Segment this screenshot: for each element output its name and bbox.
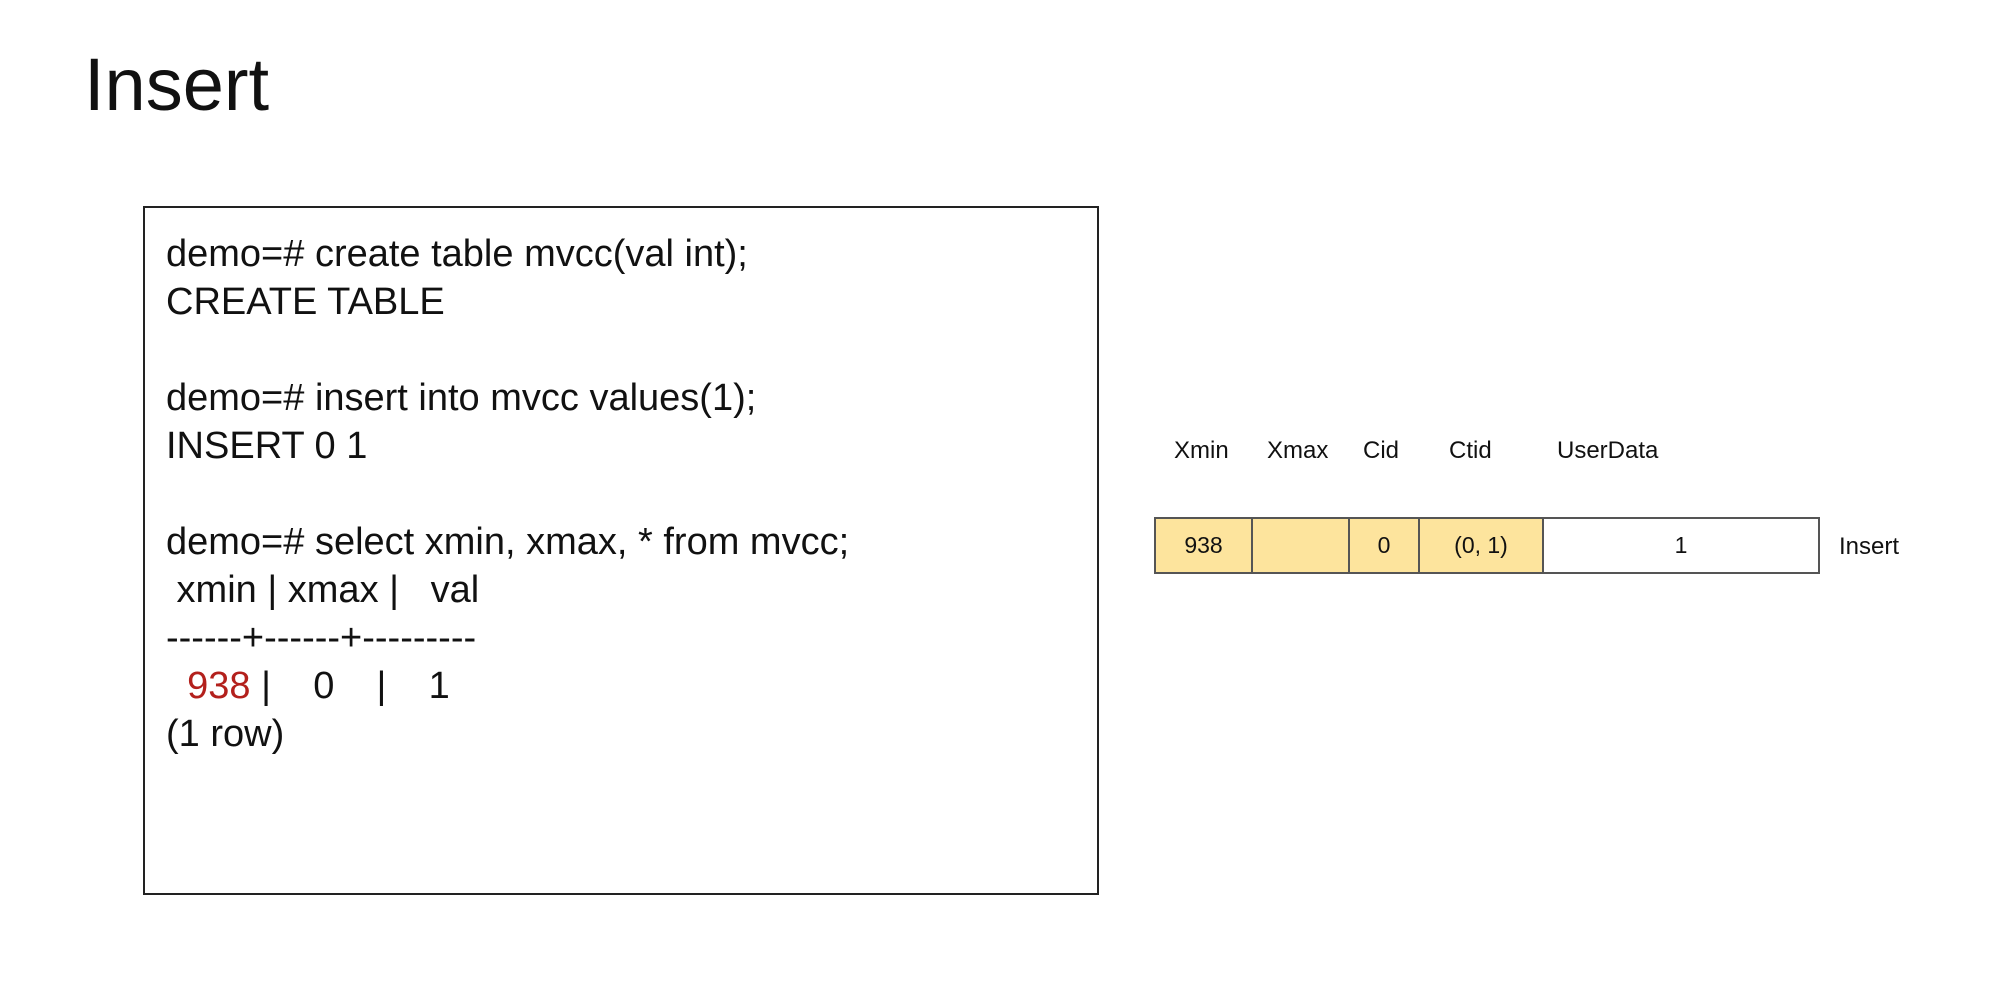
terminal-output-box: demo=# create table mvcc(val int); CREAT… [143, 206, 1099, 895]
cell-xmin: 938 [1154, 517, 1253, 574]
terminal-command-insert: demo=# insert into mvcc values(1); [166, 377, 757, 419]
terminal-result-create: CREATE TABLE [166, 281, 445, 323]
terminal-result-count: (1 row) [166, 713, 285, 755]
slide-title: Insert [84, 43, 270, 126]
xmin-value-highlight: 938 [187, 665, 251, 707]
header-cid: Cid [1363, 437, 1400, 464]
terminal-result-separator: ------+------+--------- [166, 617, 477, 659]
cell-ctid: (0, 1) [1418, 517, 1544, 574]
header-xmin: Xmin [1174, 437, 1229, 464]
tuple-row: 938 0 (0, 1) 1 [1154, 517, 1820, 574]
cell-cid: 0 [1348, 517, 1420, 574]
terminal-result-row-rest: | 0 | 1 [250, 665, 450, 707]
terminal-result-row: 938 | 0 | 1 [166, 663, 450, 709]
cell-xmax [1251, 517, 1350, 574]
header-userdata: UserData [1557, 437, 1659, 464]
terminal-command-select: demo=# select xmin, xmax, * from mvcc; [166, 521, 850, 563]
header-ctid: Ctid [1449, 437, 1492, 464]
tuple-row-label: Insert [1839, 533, 1900, 560]
header-xmax: Xmax [1267, 437, 1329, 464]
terminal-result-insert: INSERT 0 1 [166, 425, 368, 467]
cell-userdata: 1 [1542, 517, 1820, 574]
terminal-command-create: demo=# create table mvcc(val int); [166, 233, 748, 275]
terminal-result-header: xmin | xmax | val [166, 569, 480, 611]
